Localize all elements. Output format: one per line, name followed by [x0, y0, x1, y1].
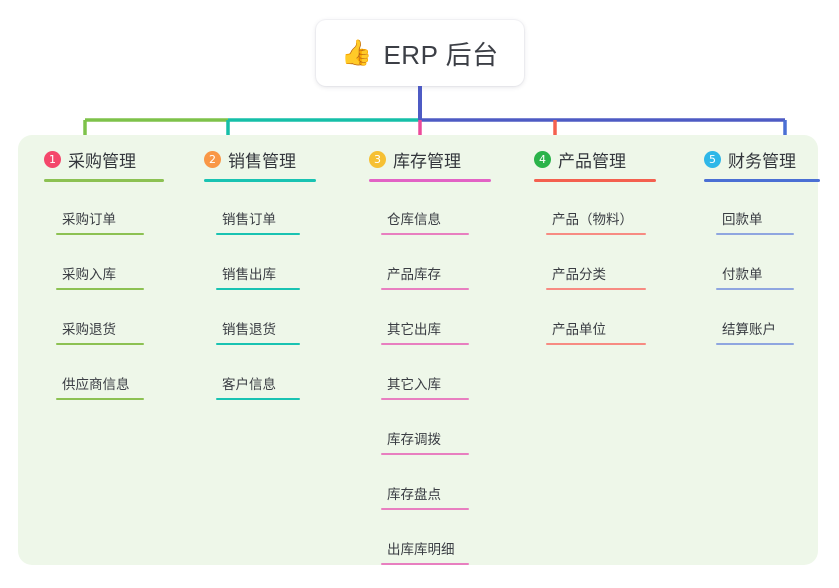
column-badge-2: 2: [204, 150, 221, 168]
leaf-node-label: 其它入库: [387, 377, 441, 392]
leaf-node-underline: [716, 233, 794, 235]
leaf-node-underline: [216, 288, 300, 290]
column-items-5: 回款单付款单结算账户: [690, 182, 836, 347]
leaf-node[interactable]: 库存调拨: [381, 428, 469, 455]
leaf-node-underline: [381, 508, 469, 510]
leaf-node-label: 采购退货: [62, 322, 116, 337]
leaf-node[interactable]: 采购退货: [56, 318, 144, 345]
leaf-node[interactable]: 销售订单: [216, 208, 300, 235]
leaf-node-label: 销售订单: [222, 212, 276, 227]
leaf-node-underline: [546, 233, 646, 235]
leaf-node-label: 产品（物料）: [552, 212, 633, 227]
column-badge-3: 3: [369, 150, 386, 168]
leaf-node-label: 产品分类: [552, 267, 606, 282]
leaf-node[interactable]: 采购订单: [56, 208, 144, 235]
leaf-node-label: 结算账户: [722, 322, 776, 337]
column-underline-5: [704, 179, 820, 182]
leaf-node[interactable]: 回款单: [716, 208, 794, 235]
leaf-node[interactable]: 其它入库: [381, 373, 469, 400]
leaf-node-underline: [716, 343, 794, 345]
leaf-node[interactable]: 出库库明细: [381, 538, 469, 565]
leaf-node[interactable]: 客户信息: [216, 373, 300, 400]
column-header-3[interactable]: 3 库存管理: [355, 146, 507, 172]
leaf-node-label: 产品单位: [552, 322, 606, 337]
leaf-node-underline: [216, 343, 300, 345]
column-header-5[interactable]: 5 财务管理: [690, 146, 836, 172]
leaf-node-underline: [381, 453, 469, 455]
leaf-node-label: 销售退货: [222, 322, 276, 337]
leaf-node-label: 销售出库: [222, 267, 276, 282]
column-underline-2: [204, 179, 316, 182]
leaf-node[interactable]: 产品分类: [546, 263, 646, 290]
leaf-node[interactable]: 付款单: [716, 263, 794, 290]
leaf-node-underline: [381, 398, 469, 400]
column-3: 3 库存管理仓库信息产品库存其它出库其它入库库存调拨库存盘点出库库明细: [355, 146, 507, 567]
column-title-4: 产品管理: [558, 151, 626, 171]
column-items-1: 采购订单采购入库采购退货供应商信息: [30, 182, 180, 402]
column-badge-4: 4: [534, 150, 551, 168]
leaf-node[interactable]: 销售退货: [216, 318, 300, 345]
leaf-node-underline: [56, 233, 144, 235]
leaf-node-underline: [56, 288, 144, 290]
leaf-node[interactable]: 结算账户: [716, 318, 794, 345]
column-items-4: 产品（物料） 产品分类产品单位: [520, 182, 672, 347]
leaf-node[interactable]: 销售出库: [216, 263, 300, 290]
leaf-node-label: 客户信息: [222, 377, 276, 392]
root-node[interactable]: 👍 ERP 后台: [316, 20, 524, 86]
leaf-node-underline: [381, 563, 469, 565]
column-badge-5: 5: [704, 150, 721, 168]
leaf-node-label: 产品库存: [387, 267, 441, 282]
leaf-node-label: 回款单: [722, 212, 763, 227]
leaf-node[interactable]: 产品库存: [381, 263, 469, 290]
leaf-node-label: 付款单: [722, 267, 763, 282]
leaf-node-underline: [216, 398, 300, 400]
leaf-node-underline: [381, 233, 469, 235]
leaf-node-label: 供应商信息: [62, 377, 130, 392]
column-header-4[interactable]: 4 产品管理: [520, 146, 672, 172]
column-title-2: 销售管理: [228, 151, 296, 171]
leaf-node[interactable]: 供应商信息: [56, 373, 144, 400]
leaf-node[interactable]: 采购入库: [56, 263, 144, 290]
column-items-2: 销售订单销售出库销售退货客户信息: [190, 182, 332, 402]
leaf-node-underline: [716, 288, 794, 290]
leaf-node[interactable]: 产品（物料）: [546, 208, 646, 235]
thumbs-up-icon: 👍: [341, 38, 373, 67]
column-4: 4 产品管理产品（物料） 产品分类产品单位: [520, 146, 672, 347]
leaf-node-label: 库存调拨: [387, 432, 441, 447]
leaf-node-label: 其它出库: [387, 322, 441, 337]
column-badge-1: 1: [44, 150, 61, 168]
leaf-node[interactable]: 其它出库: [381, 318, 469, 345]
column-title-1: 采购管理: [68, 151, 136, 171]
branches-panel: [18, 135, 818, 565]
leaf-node-label: 库存盘点: [387, 487, 441, 502]
root-node-content: 👍 ERP 后台: [341, 35, 498, 72]
column-title-3: 库存管理: [393, 151, 461, 171]
column-2: 2 销售管理销售订单销售出库销售退货客户信息: [190, 146, 332, 402]
leaf-node[interactable]: 库存盘点: [381, 483, 469, 510]
column-underline-4: [534, 179, 656, 182]
leaf-node-label: 出库库明细: [387, 542, 455, 557]
column-items-3: 仓库信息产品库存其它出库其它入库库存调拨库存盘点出库库明细: [355, 182, 507, 567]
leaf-node-underline: [216, 233, 300, 235]
column-underline-3: [369, 179, 491, 182]
leaf-node-label: 采购订单: [62, 212, 116, 227]
column-header-1[interactable]: 1 采购管理: [30, 146, 180, 172]
leaf-node-underline: [381, 343, 469, 345]
leaf-node-label: 仓库信息: [387, 212, 441, 227]
leaf-node-underline: [546, 288, 646, 290]
leaf-node[interactable]: 仓库信息: [381, 208, 469, 235]
leaf-node-underline: [546, 343, 646, 345]
column-1: 1 采购管理采购订单采购入库采购退货供应商信息: [30, 146, 180, 402]
column-underline-1: [44, 179, 164, 182]
leaf-node[interactable]: 产品单位: [546, 318, 646, 345]
column-title-5: 财务管理: [728, 151, 796, 171]
column-5: 5 财务管理回款单付款单结算账户: [690, 146, 836, 347]
leaf-node-underline: [381, 288, 469, 290]
leaf-node-underline: [56, 398, 144, 400]
column-header-2[interactable]: 2 销售管理: [190, 146, 332, 172]
leaf-node-underline: [56, 343, 144, 345]
leaf-node-label: 采购入库: [62, 267, 116, 282]
root-node-title: ERP 后台: [383, 39, 499, 70]
